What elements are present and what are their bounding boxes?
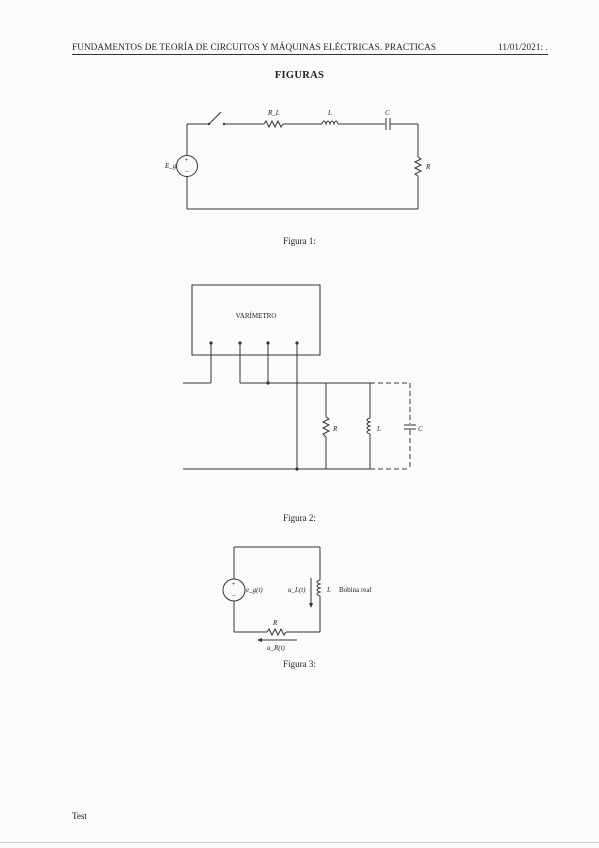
label-bobina: Bobina real (339, 586, 372, 594)
resistor-r3-symbol (266, 627, 287, 637)
label-l2: L (376, 425, 381, 433)
figure-3-caption: Figura 3: (283, 659, 316, 669)
voltage-source-eg: + − (176, 155, 198, 177)
varimetro-terminals (209, 341, 299, 345)
svg-text:−: − (185, 168, 189, 176)
figure-1-circuit: + − E_g R_L L C R (164, 109, 431, 210)
inductor-l-symbol (321, 120, 339, 126)
label-c: C (385, 109, 390, 117)
label-ult: u_L(t) (288, 586, 306, 594)
figure-3-circuit: + − e_g(t) u_L(t) L Bobina real R u_R(t) (222, 546, 372, 652)
page-footer: Test (72, 811, 87, 821)
figure-1-caption: Figura 1: (283, 236, 316, 246)
section-heading: FIGURAS (274, 70, 325, 81)
switch-symbol (207, 111, 226, 126)
svg-text:−: − (232, 592, 236, 600)
ul-arrow (309, 578, 313, 608)
figure-2-circuit: VARÍMETRO (183, 284, 423, 471)
header-title: FUNDAMENTOS DE TEORÍA DE CIRCUITOS Y MÁQ… (72, 42, 437, 52)
label-eg: E_g (164, 162, 177, 170)
varimetro-box (191, 284, 321, 356)
capacitor-c-symbol (385, 118, 391, 130)
label-urt: u_R(t) (267, 644, 286, 652)
label-r3: R (272, 619, 278, 627)
svg-text:+: + (232, 580, 236, 588)
voltage-source-egt: + − (222, 578, 246, 602)
label-l3: L (326, 586, 331, 594)
label-r2: R (332, 425, 338, 433)
varimetro-label: VARÍMETRO (236, 312, 277, 320)
label-r: R (425, 163, 431, 171)
resistor-rl-symbol (263, 119, 284, 129)
bottom-rule (0, 842, 599, 843)
label-c2: C (418, 425, 423, 433)
page-header: FUNDAMENTOS DE TEORÍA DE CIRCUITOS Y MÁQ… (72, 42, 548, 55)
inductor-l3-symbol (316, 579, 322, 597)
ur-arrow (257, 638, 297, 642)
capacitor-c2-symbol (404, 424, 416, 430)
resistor-r-symbol (413, 156, 423, 177)
header-date: 11/01/2021: . (498, 42, 548, 52)
label-rl: R_L (267, 109, 280, 117)
svg-text:+: + (185, 156, 189, 164)
label-egt: e_g(t) (246, 586, 263, 594)
inductor-l2-symbol (366, 417, 372, 435)
figure-2-caption: Figura 2: (283, 513, 316, 523)
label-l: L (327, 109, 332, 117)
resistor-r2-symbol (321, 416, 331, 438)
